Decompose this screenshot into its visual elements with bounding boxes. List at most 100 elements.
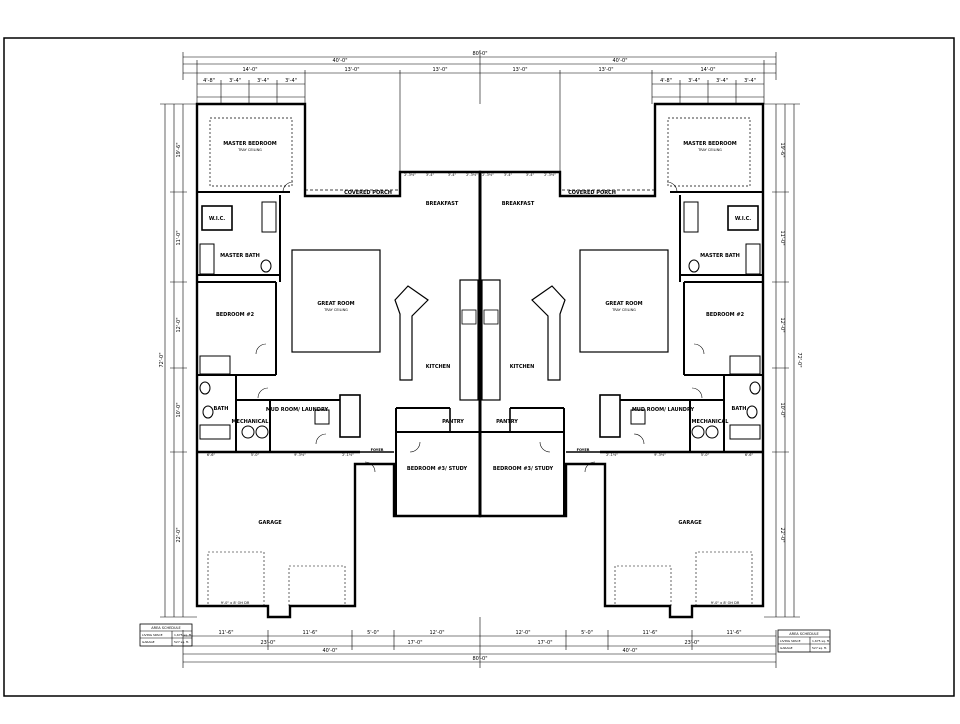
room-labels-left: MASTER BEDROOM TRAY CEILING W.I.C. MASTE… — [209, 141, 468, 526]
bottom-mid-left-0: 23'-0" — [260, 640, 275, 646]
wic-walls — [201, 205, 233, 231]
label-breakfast: BREAKFAST — [426, 201, 459, 207]
label-covered-porch: COVERED PORCH — [568, 190, 616, 196]
bottom-seg-right-1: 5'-0" — [581, 630, 593, 636]
area-table-left: AREA SCHEDULE LIVING SPACE 1,675 sq. ft.… — [139, 623, 193, 647]
label-kitchen: KITCHEN — [426, 364, 451, 370]
garage-dim-3-r: 2'-1½" — [606, 453, 618, 457]
porch-dim-2: 3'-4" — [448, 173, 457, 177]
overall-width-top: 80'-0" — [472, 51, 487, 57]
top-small-left-3: 3'-4" — [285, 78, 297, 84]
label-bedroom2: BEDROOM #2 — [706, 312, 745, 318]
kitchen-counter — [394, 285, 429, 381]
area-row-value-0: 1,675 sq. ft. — [812, 639, 830, 643]
label-bath: BATH — [732, 406, 747, 412]
label-master-bedroom: MASTER BEDROOM — [223, 141, 277, 147]
porch-dim-0: 2'-3½" — [404, 173, 416, 177]
porch-dim-2-r: 3'-4" — [526, 173, 535, 177]
porch-dim-1-r: 3'-4" — [504, 173, 513, 177]
bottom-seg-left-2: 5'-0" — [367, 630, 379, 636]
garage-dim-2: 9'-3½" — [294, 453, 306, 457]
label-great-room: GREAT ROOM — [317, 301, 354, 307]
bottom-seg-left-1: 11'-6" — [302, 630, 317, 636]
garage-door-note-right: 9'-0" x 8' OH DR — [711, 601, 740, 605]
garage-dim-1-r: 5'-0" — [701, 453, 710, 457]
top-seg-right-0: 13'-0" — [512, 67, 527, 73]
side-total-right: 72'-0" — [796, 352, 802, 367]
garage-dim-3: 2'-1½" — [342, 453, 354, 457]
label-mud-room: MUD ROOM/ LAUNDRY — [266, 407, 329, 413]
unit-left — [195, 102, 482, 619]
top-small-right-0: 4'-8" — [660, 78, 672, 84]
label-master-bath: MASTER BATH — [220, 253, 260, 259]
bottom-seg-right-2: 11'-6" — [642, 630, 657, 636]
porch-dim-1: 3'-4" — [426, 173, 435, 177]
top-seg-right-2: 14'-0" — [700, 67, 715, 73]
top-seg-right-1: 13'-0" — [598, 67, 613, 73]
label-bedroom2: BEDROOM #2 — [216, 312, 255, 318]
label-master-bedroom-note: TRAY CEILING — [697, 148, 722, 152]
side-dimension-labels: 72'-0" 72'-0" 19'-6" 11'-0" 12'-0" 10'-0… — [159, 142, 802, 542]
area-row-value-1: 527 sq. ft. — [812, 646, 827, 650]
side-right-0: 19'-6" — [779, 142, 785, 157]
label-master-bath: MASTER BATH — [700, 253, 740, 259]
top-small-right-3: 3'-4" — [744, 78, 756, 84]
interior-dimension-notes: 6'-6" 5'-0" 9'-3½" 2'-1½" 6'-6" 5'-0" 9'… — [207, 173, 754, 605]
bottom-dimensions — [182, 617, 777, 668]
top-small-right-1: 3'-4" — [688, 78, 700, 84]
bottom-mid-left-1: 17'-0" — [407, 640, 422, 646]
master-tub — [199, 243, 215, 275]
top-dimension-labels: 80'-0" 40'-0" 40'-0" 14'-0" 13'-0" 13'-0… — [203, 51, 756, 84]
sheet-border — [3, 37, 955, 697]
master-bedroom-tray — [209, 117, 293, 187]
side-left-1: 11'-0" — [176, 230, 182, 245]
top-seg-left-2: 13'-0" — [432, 67, 447, 73]
top-dimensions — [182, 50, 777, 172]
label-bedroom3: BEDROOM #3/ STUDY — [493, 466, 554, 472]
bottom-seg-left-3: 12'-0" — [429, 630, 444, 636]
side-right-1: 11'-0" — [779, 230, 785, 245]
label-great-room-note: TRAY CEILING — [611, 308, 636, 312]
area-row-label-0: LIVING SPACE — [142, 633, 163, 637]
area-table-title: AREA SCHEDULE — [151, 626, 180, 630]
label-breakfast: BREAKFAST — [502, 201, 535, 207]
bottom-dimension-labels: 11'-6" 11'-6" 5'-0" 12'-0" 12'-0" 5'-0" … — [218, 630, 741, 662]
top-seg-left-0: 14'-0" — [242, 67, 257, 73]
label-covered-porch: COVERED PORCH — [344, 190, 392, 196]
side-left-3: 10'-0" — [176, 402, 182, 417]
label-mud-room: MUD ROOM/ LAUNDRY — [632, 407, 695, 413]
side-left-4: 22'-0" — [176, 527, 182, 542]
half-width-left: 40'-0" — [332, 58, 347, 64]
area-row-label-1: GARAGE — [142, 640, 155, 644]
label-bedroom3: BEDROOM #3/ STUDY — [407, 466, 468, 472]
kitchen-island — [459, 279, 479, 401]
top-seg-left-1: 13'-0" — [344, 67, 359, 73]
area-row-label-0: LIVING SPACE — [780, 639, 801, 643]
bottom-mid-right-1: 23'-0" — [684, 640, 699, 646]
label-mechanical: MECHANICAL — [692, 419, 730, 425]
label-master-bedroom-note: TRAY CEILING — [237, 148, 262, 152]
bath-tub — [199, 424, 231, 440]
exterior-walls — [478, 102, 765, 619]
garage-dim-0-r: 6'-6" — [745, 453, 754, 457]
top-small-right-2: 3'-4" — [716, 78, 728, 84]
side-right-2: 12'-0" — [779, 317, 785, 332]
area-row-value-0: 1,675 sq. ft. — [174, 633, 192, 637]
label-wic: W.I.C. — [735, 216, 751, 222]
side-right-4: 22'-0" — [779, 527, 785, 542]
area-table-right: AREA SCHEDULE LIVING SPACE 1,675 sq. ft.… — [777, 629, 831, 653]
bottom-seg-right-3: 11'-6" — [726, 630, 741, 636]
half-width-right: 40'-0" — [612, 58, 627, 64]
half-bottom-right: 40'-0" — [622, 648, 637, 654]
master-toilet — [260, 259, 272, 273]
label-garage: GARAGE — [258, 520, 282, 526]
garage-dim-2-r: 9'-3½" — [654, 453, 666, 457]
bedroom2-closet — [199, 355, 231, 375]
top-small-left-2: 3'-4" — [257, 78, 269, 84]
side-left-0: 19'-6" — [176, 142, 182, 157]
label-garage: GARAGE — [678, 520, 702, 526]
porch-dim-3: 2'-3½" — [466, 173, 478, 177]
label-kitchen: KITCHEN — [510, 364, 535, 370]
half-bottom-left: 40'-0" — [322, 648, 337, 654]
